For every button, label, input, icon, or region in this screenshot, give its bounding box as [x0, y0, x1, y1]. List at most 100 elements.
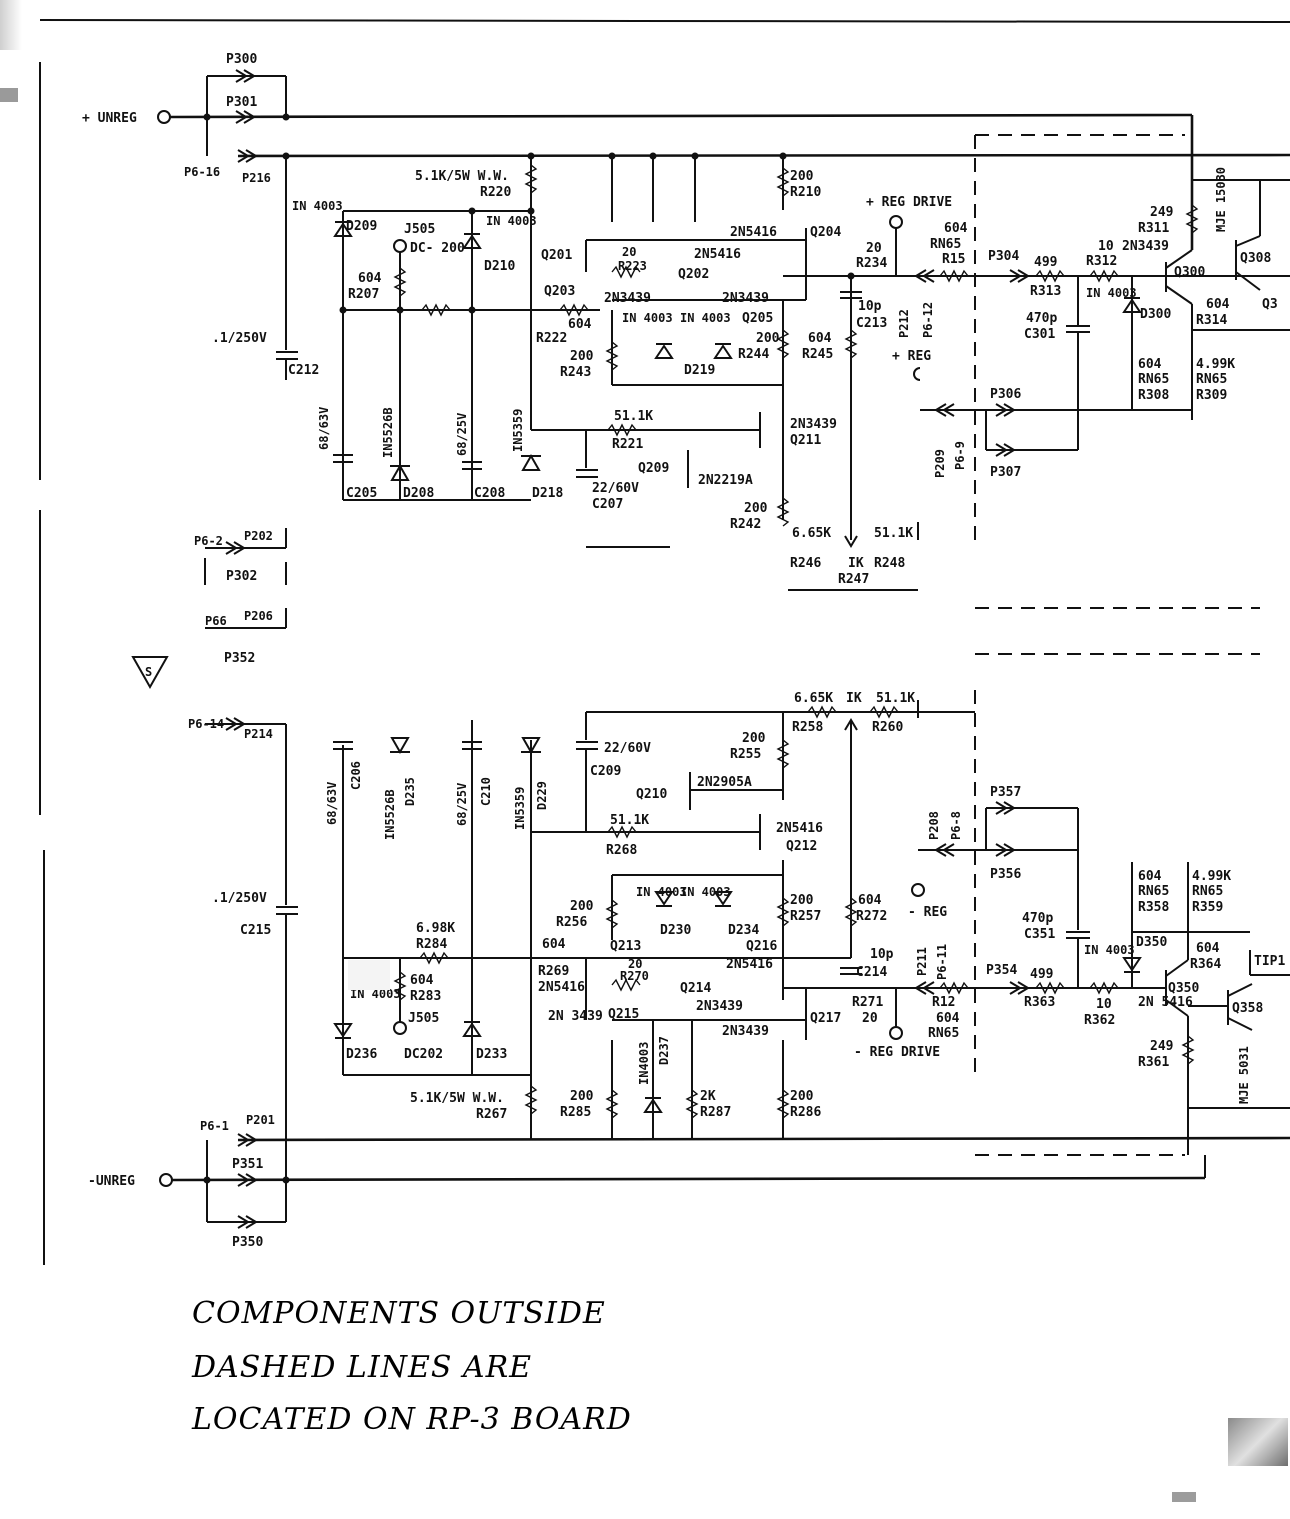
r221-value: 51.1K	[614, 409, 653, 424]
r314-value: 604	[1206, 297, 1230, 312]
dc200-label: DC- 200	[410, 241, 465, 256]
r364-ref: R364	[1190, 957, 1221, 972]
d236-diode	[333, 1023, 353, 1039]
r247-wiper	[844, 535, 858, 548]
p208-connector	[934, 843, 955, 857]
d300-part: IN 4003	[1086, 286, 1137, 300]
r259-wiper	[844, 718, 858, 731]
p300-connector	[235, 69, 256, 83]
bus-resistor	[421, 303, 451, 317]
dc202-label: DC202	[404, 1047, 443, 1062]
r270-value: 20	[628, 957, 642, 971]
c213-value: 10p	[858, 299, 882, 314]
junction	[468, 207, 476, 215]
d236-ref: D236	[346, 1047, 377, 1062]
p357-label: P357	[990, 785, 1021, 800]
q350-collector	[1165, 959, 1189, 977]
c214-ref: C214	[856, 965, 887, 980]
r258-resistor	[807, 705, 837, 719]
d229-ref: D229	[535, 781, 549, 810]
plus-reg-terminal	[913, 367, 921, 381]
note-line-1: COMPONENTS OUTSIDE	[192, 1296, 606, 1331]
r15-ref: R15	[942, 252, 965, 267]
r242-value: 200	[744, 501, 768, 516]
r260-ref: R260	[872, 720, 903, 735]
r362-resistor	[1089, 981, 1119, 995]
note-line-3: LOCATED ON RP-3 BOARD	[192, 1402, 632, 1437]
r313-resistor	[1035, 269, 1065, 283]
r15-val-b: RN65	[930, 237, 961, 252]
r286-ref: R286	[790, 1105, 821, 1120]
r364-value: 604	[1196, 941, 1220, 956]
p6-2-label: P6-2	[194, 534, 223, 548]
c208-value: 68/25V	[455, 413, 469, 456]
r268-value: 51.1K	[610, 813, 649, 828]
c301-value: 470p	[1026, 311, 1057, 326]
q308-emitter	[1235, 271, 1261, 291]
r270-resistor	[611, 978, 641, 992]
p6-9-label: P6-9	[953, 441, 967, 470]
q216-ref: Q216	[746, 939, 777, 954]
r363-resistor	[1035, 981, 1065, 995]
r258-ref: R258	[792, 720, 823, 735]
r271-ref: R271	[852, 995, 883, 1010]
r223-value: 20	[622, 245, 636, 259]
junction	[203, 1176, 211, 1184]
plus-unreg-label: + UNREG	[82, 111, 137, 126]
j505-b-label: J505	[408, 1011, 439, 1026]
r221-ref: R221	[612, 437, 643, 452]
r285-resistor	[605, 1089, 619, 1119]
plus-unreg-rail	[169, 113, 1193, 119]
scan-smudge-top-left	[0, 0, 22, 50]
r270-ref: R270	[620, 969, 649, 983]
r207-ref: R207	[348, 287, 379, 302]
top-border	[39, 19, 1290, 23]
plus-reg-drive-label: + REG DRIVE	[866, 195, 952, 210]
p209-connector	[934, 403, 955, 417]
r257-ref: R257	[790, 909, 821, 924]
r287-resistor	[685, 1089, 699, 1119]
r12-ref: R12	[932, 995, 955, 1010]
p306-connector	[995, 403, 1016, 417]
q358-collector	[1227, 983, 1253, 997]
r210-ref: R210	[790, 185, 821, 200]
d236-part: IN 4003	[350, 987, 401, 1001]
r359-val-b: RN65	[1192, 884, 1223, 899]
r272-value: 604	[858, 893, 882, 908]
r283-value: 604	[410, 973, 434, 988]
r260-resistor	[869, 705, 899, 719]
r267-resistor	[524, 1085, 538, 1115]
r255-value: 200	[742, 731, 766, 746]
r309-val-a: 4.99K	[1196, 357, 1235, 372]
c209-value: 22/60V	[604, 741, 651, 756]
q214-part: 2N3439	[696, 999, 743, 1014]
junction	[649, 152, 657, 160]
d210-diode	[462, 233, 482, 249]
p356-connector	[995, 843, 1016, 857]
q300-part: 2N3439	[1122, 239, 1169, 254]
r312-resistor	[1089, 269, 1119, 283]
c206-value: 68/63V	[325, 782, 339, 825]
p201-connector	[237, 1133, 258, 1147]
d218-part: IN5359	[511, 409, 525, 452]
q215-ref: Q215	[608, 1007, 639, 1022]
minus-unreg-terminal	[159, 1173, 173, 1187]
r257-value: 200	[790, 893, 814, 908]
p66-label: P66	[205, 614, 227, 628]
d233-ref: D233	[476, 1047, 507, 1062]
d233-diode	[462, 1021, 482, 1037]
r220-value: 5.1K/5W W.W.	[415, 169, 509, 184]
r313-value: 499	[1034, 255, 1057, 270]
d-in4003-a: IN 4003	[622, 311, 673, 325]
c210-ref: C210	[479, 777, 493, 806]
q205-ref: Q205	[742, 311, 773, 326]
r247-ref: R247	[838, 572, 869, 587]
r243-resistor	[605, 341, 619, 371]
plus-unreg-terminal	[157, 110, 171, 124]
p214-label: P214	[244, 727, 273, 741]
q203-part: 2N3439	[604, 291, 651, 306]
r283-ref: R283	[410, 989, 441, 1004]
d350-ref: D350	[1136, 935, 1167, 950]
r308-ref: R308	[1138, 388, 1169, 403]
